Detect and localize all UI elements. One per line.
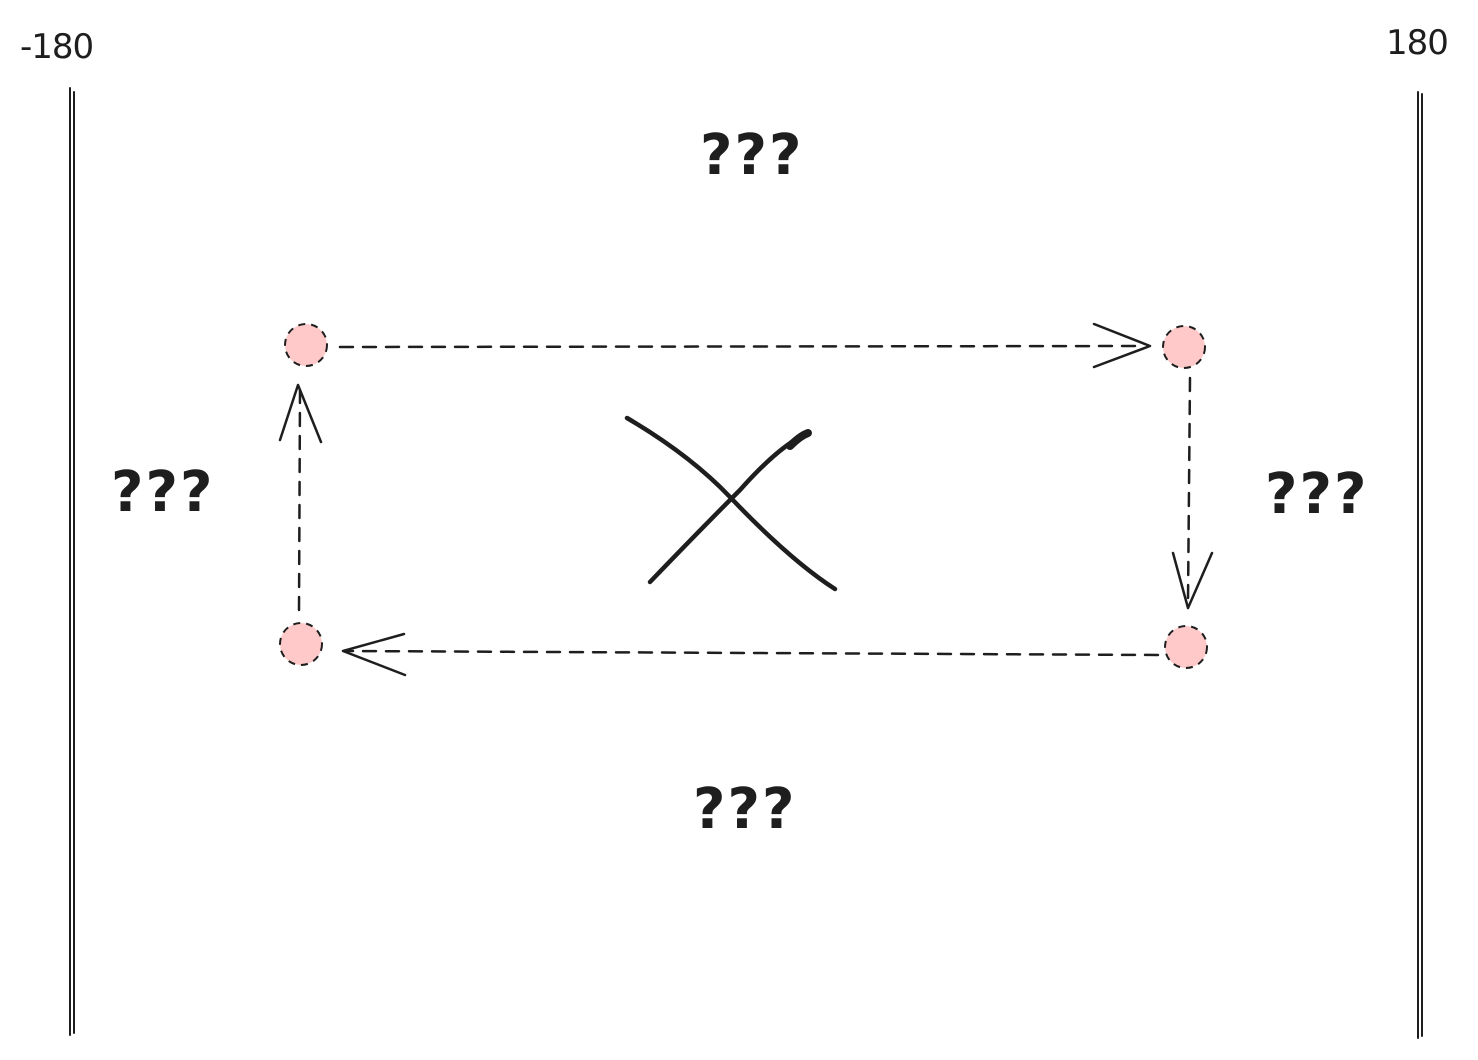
region-label-right: ??? <box>1265 462 1369 527</box>
point-top-right <box>1162 325 1206 369</box>
arrow-head-up <box>278 383 323 444</box>
edge-top <box>338 344 1142 349</box>
left-boundary-line <box>69 87 75 1036</box>
arrow-head-down <box>1171 551 1214 610</box>
arrow-head-right <box>1092 322 1152 369</box>
edge-left <box>297 388 302 612</box>
arrowheads <box>278 322 1214 677</box>
cross-mark <box>624 415 838 592</box>
edge-bottom <box>346 649 1160 657</box>
right-boundary-line <box>1417 91 1423 1039</box>
bbox-points <box>279 323 1208 669</box>
point-bottom-left <box>279 622 323 666</box>
right-boundary-label: 180 <box>1386 23 1449 63</box>
point-top-left <box>284 323 328 367</box>
region-label-left: ??? <box>111 460 215 525</box>
arrow-head-left <box>341 632 407 677</box>
left-boundary-label: -180 <box>20 27 94 67</box>
edge-right <box>1186 376 1192 602</box>
region-label-bottom: ??? <box>693 777 797 842</box>
point-bottom-right <box>1164 625 1208 669</box>
bbox-edges <box>297 344 1192 657</box>
region-label-top: ??? <box>700 123 804 188</box>
